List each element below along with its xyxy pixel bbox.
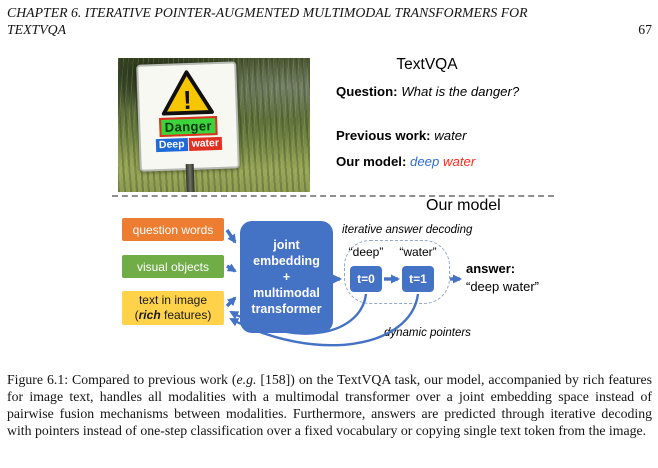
rich-features-rest: features) [160,308,212,322]
chapter-header-line1: CHAPTER 6. ITERATIVE POINTER-AUGMENTED M… [7,5,528,20]
transformer-line-2: embedding [253,254,320,268]
text-in-image-line1: text in image [138,293,208,307]
transformer-line-3: + [282,270,291,284]
example-title: TextVQA [396,56,458,73]
warning-triangle-icon: ! [161,70,214,116]
dynamic-pointers-label: dynamic pointers [384,327,471,339]
running-header: CHAPTER 6. ITERATIVE POINTER-AUGMENTED M… [7,4,652,38]
text-in-image-box: text in image (rich features) [122,291,224,325]
question-label: Question: [336,84,398,99]
sign-word-row: Deep water [155,136,223,153]
chapter-header-row2: TEXTVQA 67 [7,21,652,38]
question-words-box: question words [122,218,224,241]
transformer-line-1: joint [273,238,300,252]
danger-sign-photo: ! Danger Deep water [118,58,310,192]
step-t1-box: t=1 [402,266,434,292]
rich-emphasis: rich [138,308,161,322]
dashed-separator [112,195,554,197]
sign-face: ! Danger Deep water [136,61,240,172]
chapter-header-line2: TEXTVQA [7,22,67,38]
our-model-answer-word2: water [443,154,476,169]
figure-caption: Figure 6.1: Compared to previous work (e… [7,372,652,440]
arrow-visual-objects-to-transformer [226,263,237,273]
question-line: Question: What is the danger? [336,84,519,99]
answer-label: answer: [466,261,516,276]
arrow-question-words-to-transformer [225,229,237,244]
question-text: What is the danger? [401,84,520,99]
our-model-line: Our model: deep water [336,154,475,169]
our-model-answer-word1: deep [410,154,440,169]
previous-work-label: Previous work: [336,128,431,143]
sign-pole [185,163,195,192]
page-number: 67 [638,22,652,38]
sign-word-water: water [188,136,223,152]
transformer-line-4: multimodal [253,286,320,300]
iterative-decoding-label: iterative answer decoding [342,224,473,236]
joint-embedding-transformer-box: joint embedding + multimodal transformer [240,221,333,333]
step-t0-box: t=0 [350,266,382,292]
caption-eg: e.g. [236,371,257,387]
arrow-text-in-image-to-transformer [225,296,237,308]
rich-features-paren-open: ( [134,308,139,322]
previous-work-answer: water [434,128,467,143]
our-model-label: Our model: [336,154,407,169]
question-words-label: question words [132,222,214,237]
answer-text: “deep water” [466,279,539,294]
sign-word-deep: Deep [155,138,188,153]
step-output-deep: “deep” [348,245,384,259]
visual-objects-box: visual objects [122,255,224,278]
transformer-line-5: transformer [251,302,322,316]
danger-sign: ! Danger Deep water [136,61,242,192]
diagram-title: Our model [426,197,501,214]
visual-objects-label: visual objects [136,259,210,274]
caption-text-rest: [158]) on the TextVQA task, our model, a… [7,371,652,438]
sign-word-danger: Danger [159,116,218,138]
exclamation-glyph: ! [183,85,193,115]
caption-text-prefix: Figure 6.1: Compared to previous work ( [7,371,237,387]
text-in-image-line2: (rich features) [135,308,212,323]
previous-work-line: Previous work: water [336,128,466,143]
step-output-water: “water” [399,245,437,259]
